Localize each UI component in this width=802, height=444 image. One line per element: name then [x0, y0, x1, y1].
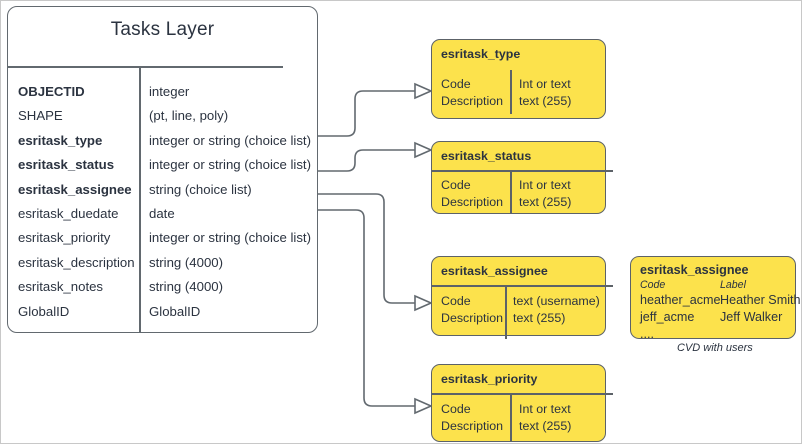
domain-right-column: Int or text text (255)	[519, 401, 571, 434]
domain-left-column: Code Description	[441, 76, 503, 109]
domain-title: esritask_assignee	[441, 264, 548, 278]
domain-title-rule	[432, 285, 613, 287]
domain-right-line: Int or text	[519, 77, 571, 91]
cvd-header-label: Label	[720, 279, 746, 291]
connector-priority	[309, 209, 415, 407]
entity-field-list: OBJECTID integer SHAPE (pt, line, poly) …	[8, 80, 317, 324]
cvd-code: ....	[640, 327, 654, 341]
domain-right-line: text (255)	[519, 194, 572, 209]
domain-left-line: Description	[441, 194, 503, 209]
field-type: string (choice list)	[149, 181, 252, 197]
domain-left-line: Description	[441, 93, 503, 108]
table-row[interactable]: esritask_description string (4000)	[8, 251, 317, 275]
cvd-title: esritask_assignee	[640, 263, 749, 277]
domain-left-column: Code Description	[441, 177, 503, 210]
cvd-label: Heather Smith	[720, 293, 801, 307]
domain-box-esritask-status[interactable]: esritask_status Code Description Int or …	[431, 141, 613, 214]
domain-left-line: Code	[441, 294, 471, 308]
domain-title: esritask_type	[441, 47, 521, 61]
connector-status	[318, 149, 415, 172]
table-row[interactable]: esritask_type integer or string (choice …	[8, 129, 317, 153]
field-type: integer	[149, 84, 190, 99]
domain-right-line: Int or text	[519, 178, 571, 192]
table-row[interactable]: esritask_duedate date	[8, 202, 317, 226]
field-type: integer or string (choice list)	[149, 132, 311, 148]
cvd-values-box[interactable]: esritask_assignee Code Label heather_acm…	[630, 256, 801, 341]
domain-right-column: text (username) text (255)	[513, 293, 600, 326]
field-name: SHAPE	[18, 108, 63, 124]
field-type: (pt, line, poly)	[149, 108, 229, 124]
domain-column-divider	[510, 171, 512, 213]
connector-assignee	[318, 193, 415, 304]
domain-right-line: text (255)	[519, 93, 572, 108]
cvd-label: Jeff Walker	[720, 310, 783, 324]
domain-title: esritask_priority	[441, 372, 538, 386]
domain-right-line: Int or text	[519, 402, 571, 416]
table-row[interactable]: OBJECTID integer	[8, 80, 317, 104]
field-name: esritask_priority	[18, 230, 111, 246]
table-row[interactable]: esritask_assignee string (choice list)	[8, 178, 317, 202]
domain-column-divider	[510, 394, 512, 441]
field-type: integer or string (choice list)	[149, 230, 311, 246]
table-row[interactable]: esritask_status integer or string (choic…	[8, 153, 317, 177]
field-type: string (4000)	[149, 279, 224, 295]
tasks-layer-entity[interactable]: Tasks Layer OBJECTID integer SHAPE (pt, …	[7, 6, 318, 333]
domain-left-line: Description	[441, 310, 503, 325]
domain-column-divider	[505, 286, 507, 339]
cvd-caption: CVD with users	[677, 342, 753, 354]
domain-right-column: Int or text text (255)	[519, 76, 571, 109]
domain-right-line: text (255)	[513, 310, 566, 325]
cvd-header-code: Code	[640, 279, 666, 291]
domain-column-divider	[510, 70, 512, 114]
cvd-code-column: heather_acme jeff_acme ....	[640, 292, 721, 343]
field-type: string (4000)	[149, 254, 224, 270]
domain-left-line: Description	[441, 418, 503, 433]
cvd-code: jeff_acme	[640, 310, 695, 324]
cvd-label-column: Heather Smith Jeff Walker	[720, 292, 801, 343]
domain-right-column: Int or text text (255)	[519, 177, 571, 210]
table-row[interactable]: esritask_notes string (4000)	[8, 275, 317, 299]
domain-box-esritask-priority[interactable]: esritask_priority Code Description Int o…	[431, 364, 613, 442]
field-name: esritask_assignee	[18, 181, 132, 197]
field-name: esritask_status	[18, 157, 115, 173]
domain-title: esritask_status	[441, 149, 532, 163]
field-name: esritask_notes	[18, 279, 104, 295]
table-row[interactable]: SHAPE (pt, line, poly)	[8, 104, 317, 128]
domain-left-column: Code Description	[441, 401, 503, 434]
table-row[interactable]: GlobalID GlobalID	[8, 300, 317, 324]
domain-right-line: text (username)	[513, 294, 600, 308]
arrowhead-status	[414, 141, 433, 159]
cvd-code: heather_acme	[640, 293, 721, 307]
entity-header-rule	[8, 66, 283, 68]
field-name: GlobalID	[18, 303, 70, 319]
domain-left-line: Code	[441, 402, 471, 416]
field-type: GlobalID	[149, 303, 201, 319]
domain-left-line: Code	[441, 178, 471, 192]
field-name: esritask_duedate	[18, 205, 119, 221]
domain-title-rule	[432, 170, 613, 172]
field-name: OBJECTID	[18, 84, 85, 99]
domain-left-line: Code	[441, 77, 471, 91]
field-type: integer or string (choice list)	[149, 157, 311, 173]
domain-box-esritask-assignee[interactable]: esritask_assignee Code Description text …	[431, 256, 613, 339]
entity-column-divider	[139, 66, 141, 332]
field-name: esritask_type	[18, 132, 103, 148]
arrowhead-assignee	[414, 294, 433, 312]
domain-box-esritask-type[interactable]: esritask_type Code Description Int or te…	[431, 39, 606, 119]
arrowhead-priority	[414, 397, 433, 415]
cvd-label	[720, 326, 801, 343]
domain-left-column: Code Description	[441, 293, 503, 326]
domain-title-rule	[432, 393, 613, 395]
arrowhead-type	[414, 82, 433, 100]
field-name: esritask_description	[18, 254, 135, 270]
entity-title: Tasks Layer	[110, 19, 215, 40]
field-type: date	[149, 205, 175, 221]
table-row[interactable]: esritask_priority integer or string (cho…	[8, 226, 317, 250]
connector-type	[318, 90, 415, 137]
domain-right-line: text (255)	[519, 418, 572, 433]
